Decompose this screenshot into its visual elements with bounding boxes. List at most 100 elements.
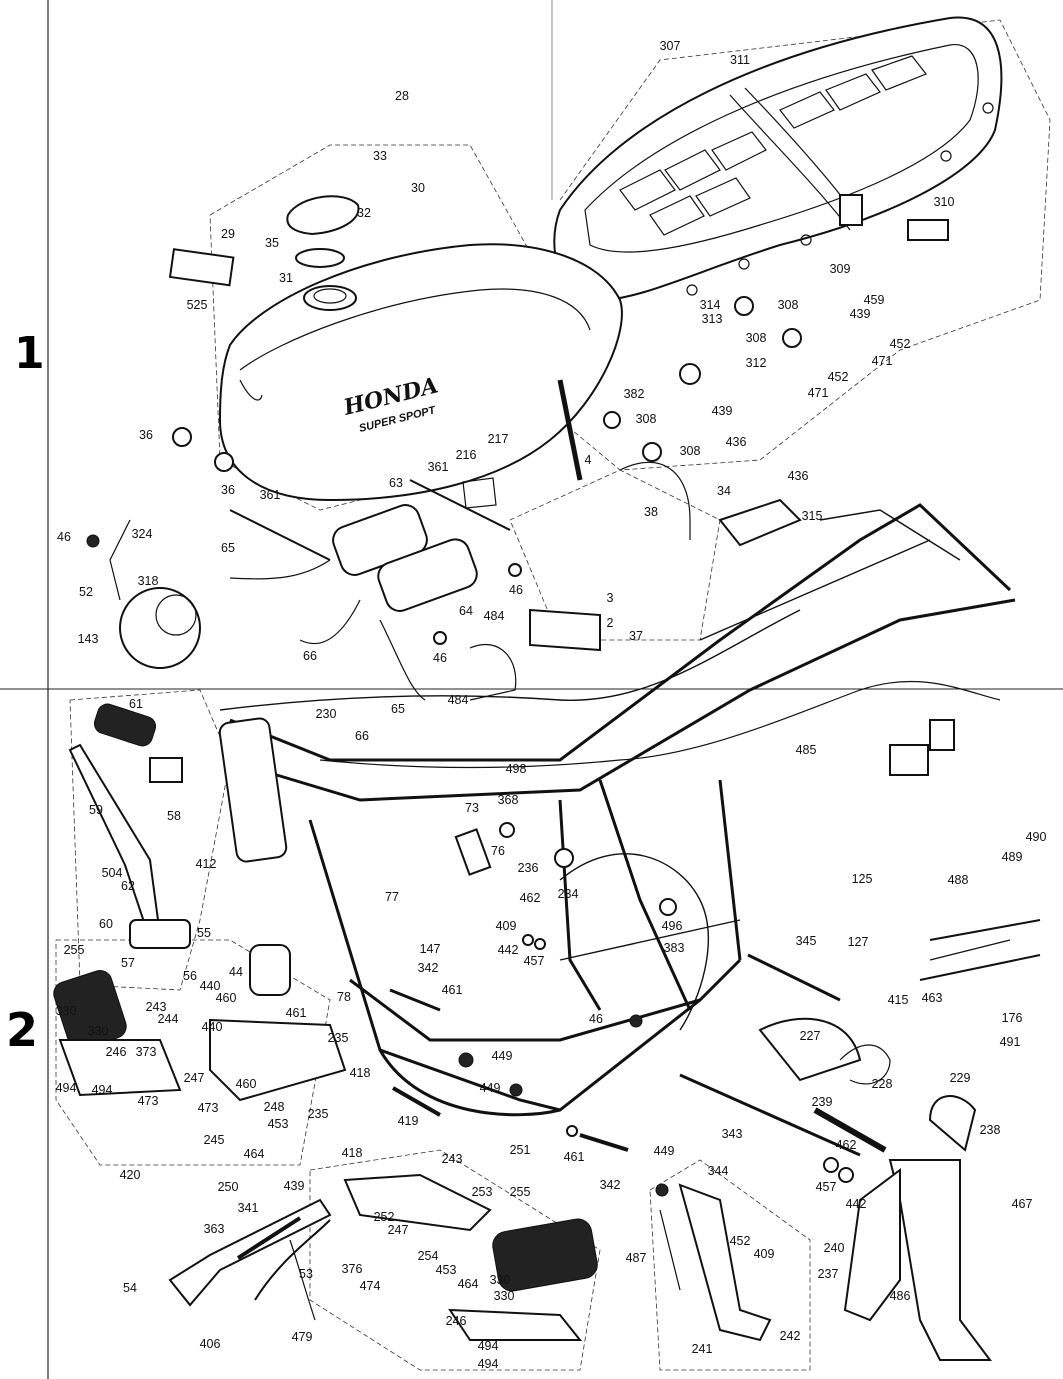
callout-255: 255 <box>64 943 85 957</box>
callout-312: 312 <box>746 356 767 370</box>
callout-315: 315 <box>802 509 823 523</box>
callout-313: 313 <box>702 312 723 326</box>
callout-251: 251 <box>510 1143 531 1157</box>
callout-65: 65 <box>391 702 405 716</box>
callout-36: 36 <box>139 428 153 442</box>
callout-373: 373 <box>136 1045 157 1059</box>
callout-449: 449 <box>492 1049 513 1063</box>
callout-46: 46 <box>589 1012 603 1026</box>
callout-252: 252 <box>374 1210 395 1224</box>
callout-453: 453 <box>436 1263 457 1277</box>
callout-439: 439 <box>850 307 871 321</box>
callout-464: 464 <box>244 1147 265 1161</box>
callout-254: 254 <box>418 1249 439 1263</box>
fuel-tank: HONDA SUPER SPOPT <box>168 195 623 502</box>
callout-230: 230 <box>316 707 337 721</box>
main-frame <box>218 503 1016 1117</box>
callout-59: 59 <box>89 803 103 817</box>
callout-147: 147 <box>420 942 441 956</box>
callout-473: 473 <box>198 1101 219 1115</box>
callout-471: 471 <box>808 386 829 400</box>
callout-73: 73 <box>465 801 479 815</box>
callout-467: 467 <box>1012 1197 1033 1211</box>
callout-406: 406 <box>200 1337 221 1351</box>
callout-318: 318 <box>138 574 159 588</box>
callout-63: 63 <box>389 476 403 490</box>
callout-461: 461 <box>564 1150 585 1164</box>
callout-459: 459 <box>864 293 885 307</box>
callout-243: 243 <box>146 1000 167 1014</box>
callout-228: 228 <box>872 1077 893 1091</box>
callout-38: 38 <box>644 505 658 519</box>
left-footpeg-assembly <box>53 703 347 1102</box>
callout-314: 314 <box>700 298 721 312</box>
callout-504: 504 <box>102 866 123 880</box>
callout-2: 2 <box>607 616 614 630</box>
callout-246: 246 <box>106 1045 127 1059</box>
callout-4: 4 <box>585 453 592 467</box>
callout-484: 484 <box>484 609 505 623</box>
callout-440: 440 <box>200 979 221 993</box>
callout-471: 471 <box>872 354 893 368</box>
section-label-2: 2 <box>6 1003 38 1057</box>
callout-439: 439 <box>712 404 733 418</box>
callout-61: 61 <box>129 697 143 711</box>
callout-440: 440 <box>202 1020 223 1034</box>
callout-442: 442 <box>498 943 519 957</box>
callout-461: 461 <box>442 983 463 997</box>
callout-343: 343 <box>722 1127 743 1141</box>
callout-29: 29 <box>221 227 235 241</box>
callout-330: 330 <box>56 1004 77 1018</box>
callout-418: 418 <box>342 1146 363 1160</box>
callout-66: 66 <box>303 649 317 663</box>
callout-525: 525 <box>187 298 208 312</box>
callout-57: 57 <box>121 956 135 970</box>
callout-368: 368 <box>498 793 519 807</box>
callout-127: 127 <box>848 935 869 949</box>
callout-341: 341 <box>238 1201 259 1215</box>
callout-308: 308 <box>680 444 701 458</box>
callout-241: 241 <box>692 1342 713 1356</box>
callout-235: 235 <box>328 1031 349 1045</box>
callout-436: 436 <box>726 435 747 449</box>
callout-125: 125 <box>852 872 873 886</box>
stands <box>678 1017 992 1361</box>
callout-309: 309 <box>830 262 851 276</box>
callout-452: 452 <box>890 337 911 351</box>
callout-409: 409 <box>496 919 517 933</box>
callout-239: 239 <box>812 1095 833 1109</box>
callout-255: 255 <box>510 1185 531 1199</box>
callout-36: 36 <box>221 483 235 497</box>
callout-419: 419 <box>398 1114 419 1128</box>
callout-342: 342 <box>600 1178 621 1192</box>
callout-46: 46 <box>509 583 523 597</box>
callout-487: 487 <box>626 1251 647 1265</box>
callout-31: 31 <box>279 271 293 285</box>
callout-53: 53 <box>299 1267 313 1281</box>
callout-324: 324 <box>132 527 153 541</box>
callout-56: 56 <box>183 969 197 983</box>
callout-342: 342 <box>418 961 439 975</box>
callout-494: 494 <box>56 1081 77 1095</box>
callout-361: 361 <box>428 460 449 474</box>
ignition-coils <box>229 504 478 701</box>
callout-442: 442 <box>846 1197 867 1211</box>
callout-32: 32 <box>357 206 371 220</box>
callout-484: 484 <box>448 693 469 707</box>
callout-30: 30 <box>411 181 425 195</box>
callout-461: 461 <box>286 1006 307 1020</box>
callout-460: 460 <box>236 1077 257 1091</box>
horn <box>109 519 201 669</box>
callout-35: 35 <box>265 236 279 250</box>
callout-479: 479 <box>292 1330 313 1344</box>
callout-216: 216 <box>456 448 477 462</box>
callout-490: 490 <box>1026 830 1047 844</box>
callout-240: 240 <box>824 1241 845 1255</box>
callout-464: 464 <box>458 1277 479 1291</box>
callout-60: 60 <box>99 917 113 931</box>
callout-248: 248 <box>264 1100 285 1114</box>
callout-345: 345 <box>796 934 817 948</box>
callout-308: 308 <box>778 298 799 312</box>
callout-143: 143 <box>78 632 99 646</box>
callout-496: 496 <box>662 919 683 933</box>
